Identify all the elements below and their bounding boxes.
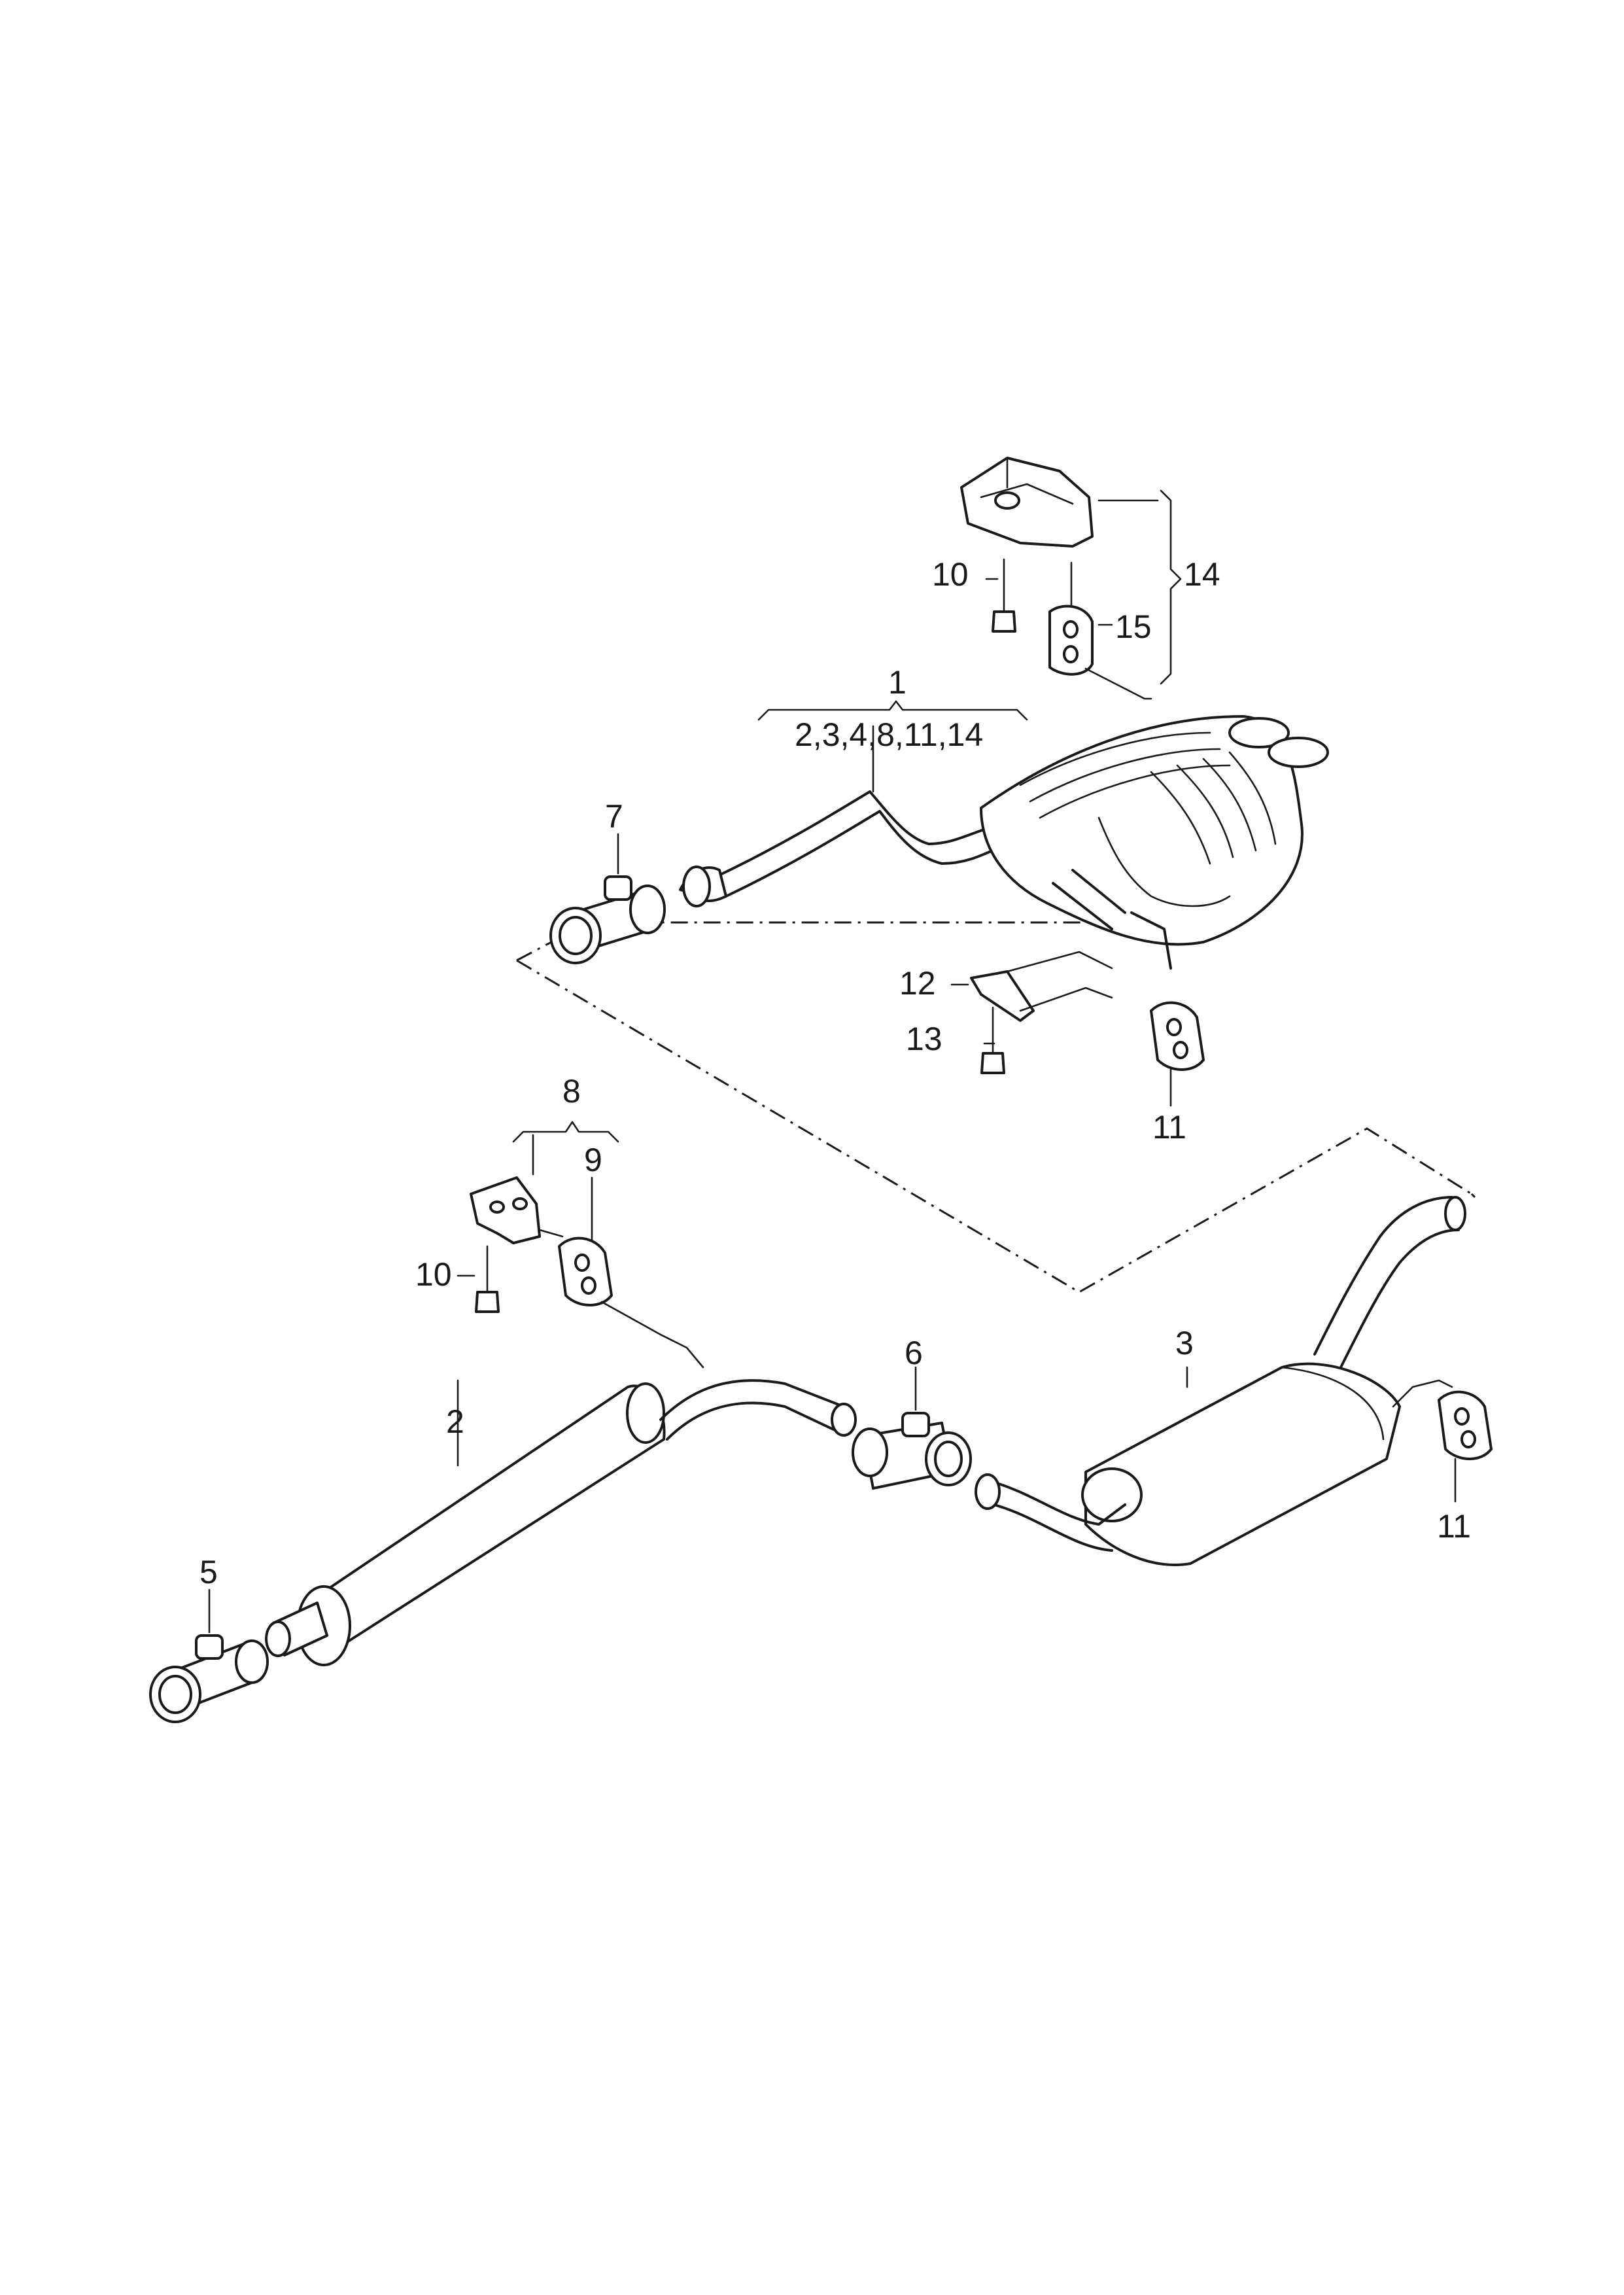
rubber-hanger-11-upper <box>1150 1001 1205 1107</box>
upper-mounting-bracket <box>960 457 1159 548</box>
callout-6: 6 <box>905 1335 923 1371</box>
bracket-12 <box>970 951 1113 1022</box>
callout-5: 5 <box>199 1554 218 1590</box>
clamp-7 <box>549 833 666 964</box>
leader-14-brace <box>1160 489 1182 685</box>
bolt-10-bottom <box>475 1245 500 1313</box>
bolt-10-top <box>992 558 1016 633</box>
leader-1-bracket <box>757 700 1028 721</box>
callout-8: 8 <box>562 1073 581 1110</box>
rubber-hanger-9 <box>558 1236 704 1369</box>
callout-15: 15 <box>1115 608 1152 645</box>
callout-10-top: 10 <box>932 556 969 593</box>
callout-13: 13 <box>906 1021 942 1057</box>
callout-10-bottom: 10 <box>415 1256 452 1293</box>
rubber-hanger-11-right <box>1438 1390 1493 1503</box>
callout-7: 7 <box>605 798 623 835</box>
callout-3: 3 <box>1175 1325 1194 1361</box>
callout-2: 2 <box>446 1403 464 1440</box>
rear-silencer-3 <box>975 1196 1466 1566</box>
callout-12: 12 <box>899 965 936 1002</box>
rubber-hanger-15 <box>1048 561 1152 700</box>
callout-14: 14 <box>1184 556 1220 593</box>
lower-bracket-8 <box>470 1176 564 1244</box>
callout-1: 1 <box>888 664 907 701</box>
leader-8-bracket <box>512 1121 619 1143</box>
bolt-13 <box>980 1006 1005 1074</box>
clamp-6 <box>852 1366 972 1490</box>
callout-11-top: 11 <box>1152 1109 1186 1146</box>
middle-silencer-2 <box>265 1379 857 1666</box>
callout-1-parts: 2,3,4,8,11,14 <box>795 716 983 753</box>
rear-silencer-assembly <box>679 715 1329 970</box>
clamp-5 <box>149 1588 269 1723</box>
callout-11-right: 11 <box>1437 1508 1471 1545</box>
callout-9: 9 <box>584 1142 602 1178</box>
